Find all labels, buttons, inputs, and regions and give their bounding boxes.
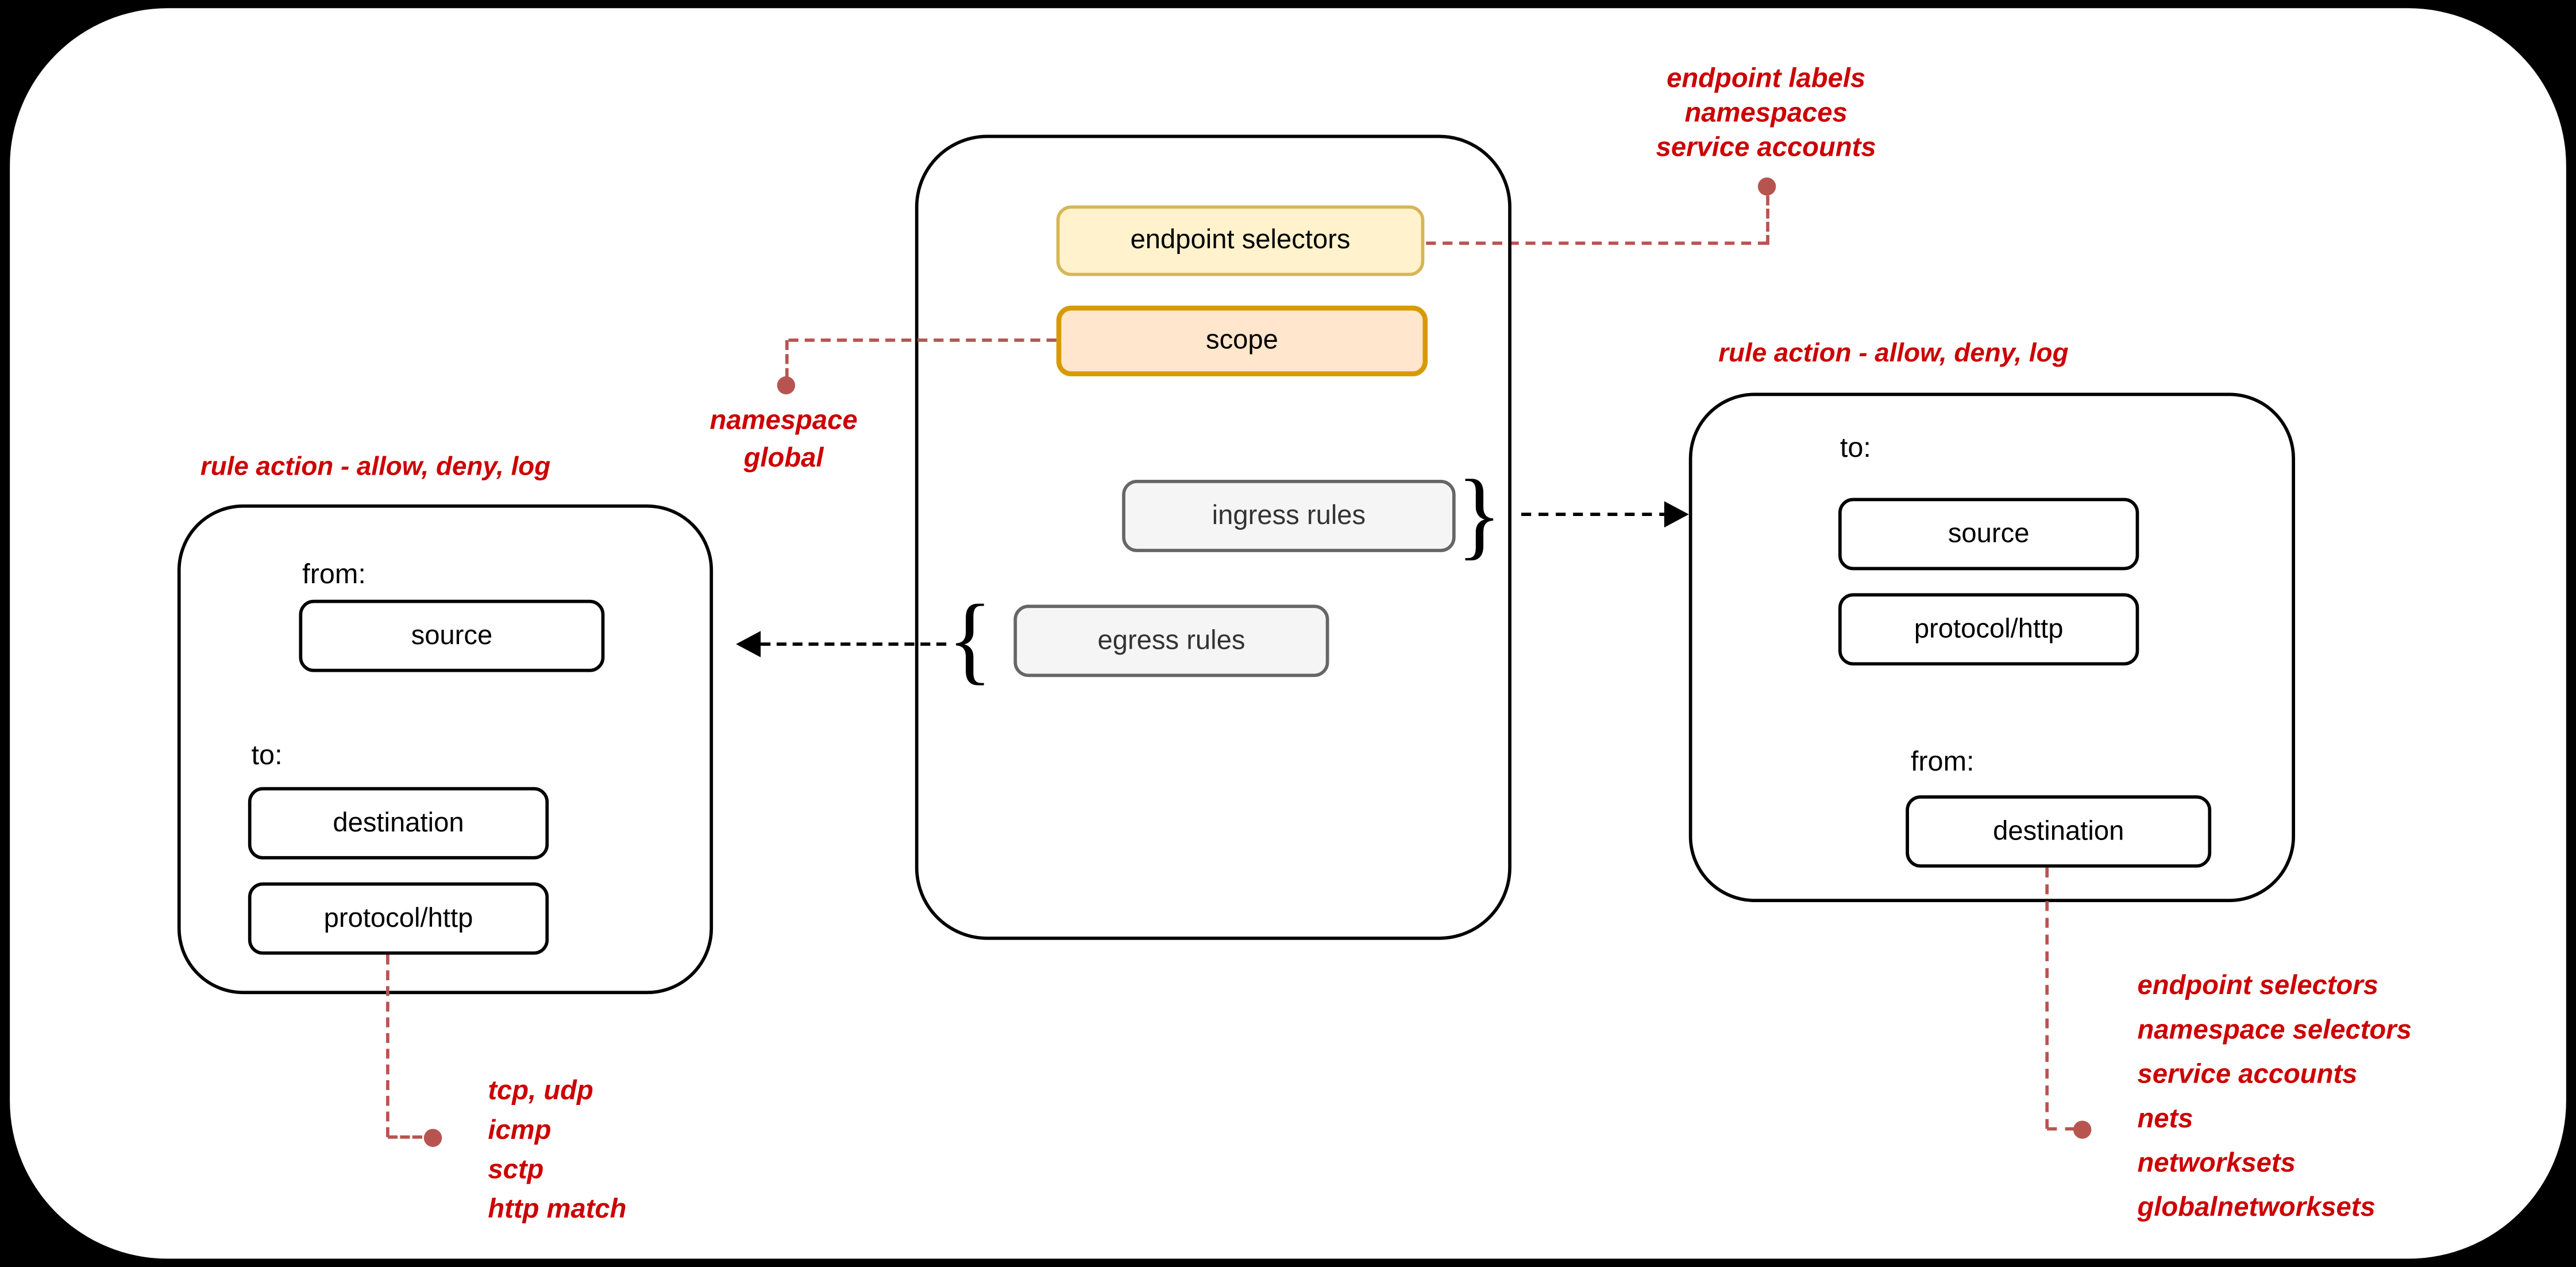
ingress-from-label: from: — [1910, 746, 1975, 777]
egress-to-label: to: — [251, 739, 283, 771]
connector-protocol-note-vertical — [386, 954, 390, 1137]
scope-note: namespace global — [652, 403, 915, 479]
note-line: endpoint labels — [1667, 64, 1866, 94]
egress-rules-box: egress rules — [1013, 604, 1329, 677]
connector-destination-note-vertical — [2045, 867, 2049, 1129]
connector-endpoint-note-dot — [1757, 177, 1776, 196]
note-line: namespace — [709, 406, 858, 436]
egress-source-box: source — [299, 599, 605, 672]
ingress-protocol-box: protocol/http — [1838, 593, 2139, 666]
policy-card — [915, 134, 1511, 940]
ingress-destination-box: destination — [1906, 795, 2212, 868]
egress-card-title: rule action - allow, deny, log — [200, 453, 551, 482]
endpoint-selectors-note: endpoint labels namespaces service accou… — [1569, 63, 1963, 166]
ingress-rules-box: ingress rules — [1122, 480, 1456, 552]
destination-note: endpoint selectors namespace selectors s… — [2137, 965, 2411, 1231]
connector-destination-note-horizontal — [2047, 1127, 2075, 1131]
egress-brace: { — [947, 585, 993, 694]
ingress-brace: } — [1456, 460, 1502, 569]
note-line: endpoint selectors — [2137, 971, 2378, 1001]
connector-scope-note-dot — [777, 376, 796, 395]
note-line: global — [743, 444, 824, 473]
protocol-note: tcp, udp icmp sctp http match — [488, 1072, 626, 1230]
note-line: globalnetworksets — [2137, 1193, 2376, 1223]
connector-endpoint-note-horizontal — [1426, 241, 1768, 245]
note-line: service accounts — [1656, 133, 1876, 163]
ingress-to-label: to: — [1840, 432, 1871, 464]
note-line: namespace selectors — [2137, 1015, 2412, 1045]
connector-protocol-note-horizontal — [387, 1135, 422, 1139]
note-line: http match — [488, 1195, 627, 1224]
egress-arrow-line — [761, 642, 947, 646]
note-line: nets — [2137, 1104, 2193, 1134]
connector-scope-note-horizontal — [788, 338, 1056, 342]
egress-from-label: from: — [302, 559, 366, 590]
egress-arrowhead-icon — [736, 631, 761, 657]
note-line: icmp — [488, 1115, 552, 1146]
note-line: networksets — [2137, 1148, 2296, 1179]
note-line: namespaces — [1684, 98, 1848, 129]
connector-protocol-note-dot — [423, 1129, 442, 1147]
ingress-detail-card — [1688, 392, 2296, 902]
ingress-card-title: rule action - allow, deny, log — [1718, 340, 2069, 368]
egress-destination-box: destination — [248, 787, 549, 860]
note-line: service accounts — [2137, 1060, 2358, 1089]
note-line: tcp, udp — [488, 1076, 593, 1106]
note-line: sctp — [488, 1155, 544, 1185]
ingress-source-box: source — [1838, 498, 2139, 571]
connector-destination-note-dot — [2073, 1120, 2092, 1139]
connector-endpoint-note-vertical — [1766, 195, 1769, 245]
scope-box: scope — [1056, 305, 1428, 376]
ingress-arrowhead-icon — [1664, 501, 1689, 527]
connector-scope-note-vertical — [785, 340, 789, 378]
ingress-arrow-line — [1521, 513, 1669, 516]
egress-detail-card — [177, 504, 714, 995]
egress-protocol-box: protocol/http — [248, 882, 549, 955]
endpoint-selectors-box: endpoint selectors — [1056, 205, 1425, 276]
